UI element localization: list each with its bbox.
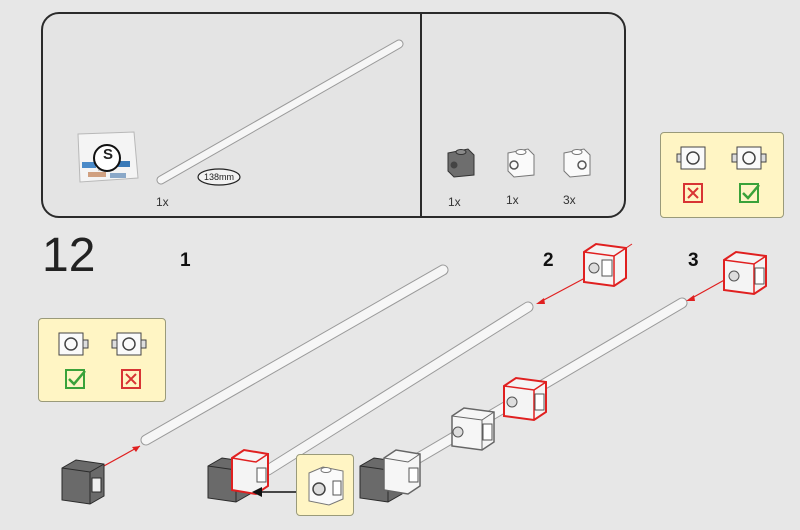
- check-icon: [65, 369, 86, 389]
- step-number: 12: [42, 229, 96, 282]
- transparent-brick-icon: [507, 148, 535, 178]
- rod-length-label: 138mm: [203, 172, 234, 182]
- part-quantity: 3x: [563, 193, 576, 207]
- orientation-callout-left: [38, 318, 166, 402]
- dark-grey-brick-icon: [447, 148, 475, 178]
- part-quantity: 1x: [448, 195, 461, 209]
- insert-arrow: [539, 277, 586, 303]
- substep-number: 1: [180, 250, 191, 271]
- parts-bag-icon: [77, 131, 139, 183]
- parts-panel-divider: [420, 12, 422, 218]
- brick-front-view-icon: [676, 146, 706, 170]
- transparent-brick: [451, 407, 495, 451]
- check-icon: [739, 183, 760, 203]
- part-quantity: 1x: [506, 193, 519, 207]
- orientation-callout-top: [660, 132, 784, 218]
- cross-icon: [121, 369, 141, 389]
- cross-icon: [683, 183, 703, 203]
- brick-front-view-icon: [111, 332, 147, 356]
- substep-number: 3: [688, 250, 699, 271]
- substep-1-assembly: [61, 264, 449, 505]
- transparent-brick: [383, 449, 421, 495]
- rod-quantity: 1x: [156, 195, 169, 209]
- highlighted-transparent-brick: [723, 250, 767, 296]
- highlighted-transparent-brick: [583, 242, 633, 288]
- substep-2-assembly: [207, 242, 633, 503]
- substep-number: 2: [543, 250, 554, 271]
- highlighted-transparent-brick: [503, 376, 547, 422]
- detail-callout: [296, 454, 354, 516]
- insert-arrow: [691, 277, 729, 299]
- parts-bag-label: S: [102, 146, 113, 163]
- brick-front-view-icon: [731, 146, 767, 170]
- highlighted-transparent-brick: [231, 448, 269, 496]
- substep-3-assembly: [359, 250, 767, 503]
- dark-grey-brick: [61, 459, 105, 505]
- transparent-brick-icon: [308, 466, 344, 506]
- rod-length-badge: [197, 168, 241, 186]
- parts-list-panel: [41, 12, 626, 218]
- brick-front-view-icon: [58, 332, 89, 356]
- rod-part-icon: [156, 39, 404, 185]
- transparent-brick-icon: [563, 148, 591, 178]
